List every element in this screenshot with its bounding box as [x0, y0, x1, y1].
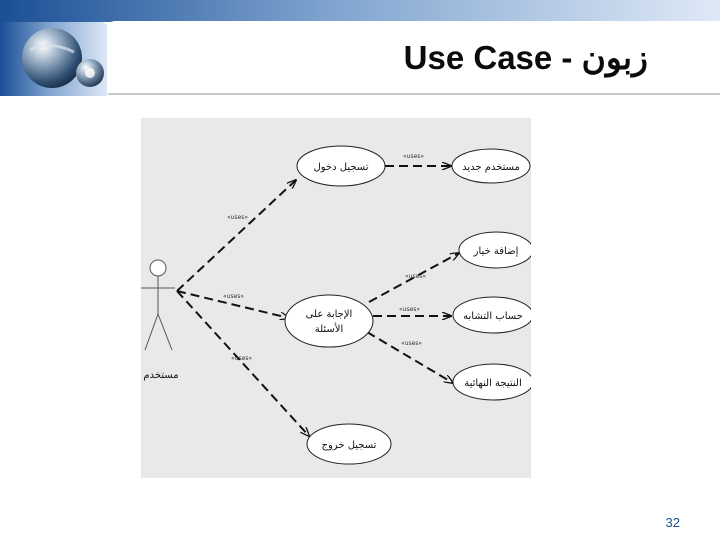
use-cases-layer: تسجيل دخول مستخدم جديد إضافة خيار الإجاب…	[284, 145, 531, 465]
page-number: 32	[665, 515, 680, 530]
relation-label: «uses»	[401, 340, 422, 347]
relation-label: «uses»	[399, 306, 420, 313]
use-case-answer: الإجابة على الأسئلة	[284, 294, 374, 348]
use-case-label: النتيجة النهائية	[464, 378, 522, 389]
relation-labels-layer: «uses» «uses» «uses» «uses» «uses» «uses…	[223, 153, 426, 362]
use-case-label: الأسئلة	[315, 322, 344, 335]
relation-label: «uses»	[403, 153, 424, 160]
globe-logo-icon	[22, 28, 104, 88]
use-case-label: حساب التشابه	[463, 311, 523, 322]
actor-stick-figure-icon	[141, 259, 175, 351]
use-case-new-user: مستخدم جديد	[451, 148, 531, 184]
relation-label: «uses»	[223, 293, 244, 300]
slide-title: Use Case - زبون	[403, 39, 648, 76]
relation-actor-logout	[176, 290, 309, 436]
use-case-label: الإجابة على	[306, 309, 353, 320]
relation-label: «uses»	[405, 273, 426, 280]
relation-answer-final-result	[366, 331, 453, 383]
relations-layer	[176, 166, 459, 436]
use-case-add-option: إضافة خيار	[458, 231, 531, 269]
relation-label: «uses»	[231, 355, 252, 362]
relation-answer-add-option	[368, 253, 459, 303]
use-case-logout: تسجيل خروج	[306, 423, 392, 465]
use-case-label: تسجيل دخول	[314, 162, 369, 173]
header-banner	[0, 0, 720, 96]
use-case-label: مستخدم جديد	[462, 162, 520, 173]
relation-actor-login	[176, 180, 296, 292]
use-case-diagram-canvas: «uses» «uses» «uses» «uses» «uses» «uses…	[141, 145, 531, 465]
use-case-similarity: حساب التشابه	[452, 296, 531, 334]
actor-label: مستخدم	[143, 370, 178, 381]
use-case-login: تسجيل دخول	[296, 145, 386, 187]
use-case-final-result: النتيجة النهائية	[452, 363, 531, 401]
use-case-label: تسجيل خروج	[322, 440, 377, 451]
use-case-label: إضافة خيار	[473, 246, 519, 257]
relation-actor-answer	[176, 290, 289, 318]
relation-label: «uses»	[227, 214, 248, 221]
slide-header	[0, 0, 720, 96]
use-case-diagram: «uses» «uses» «uses» «uses» «uses» «uses…	[141, 118, 531, 478]
